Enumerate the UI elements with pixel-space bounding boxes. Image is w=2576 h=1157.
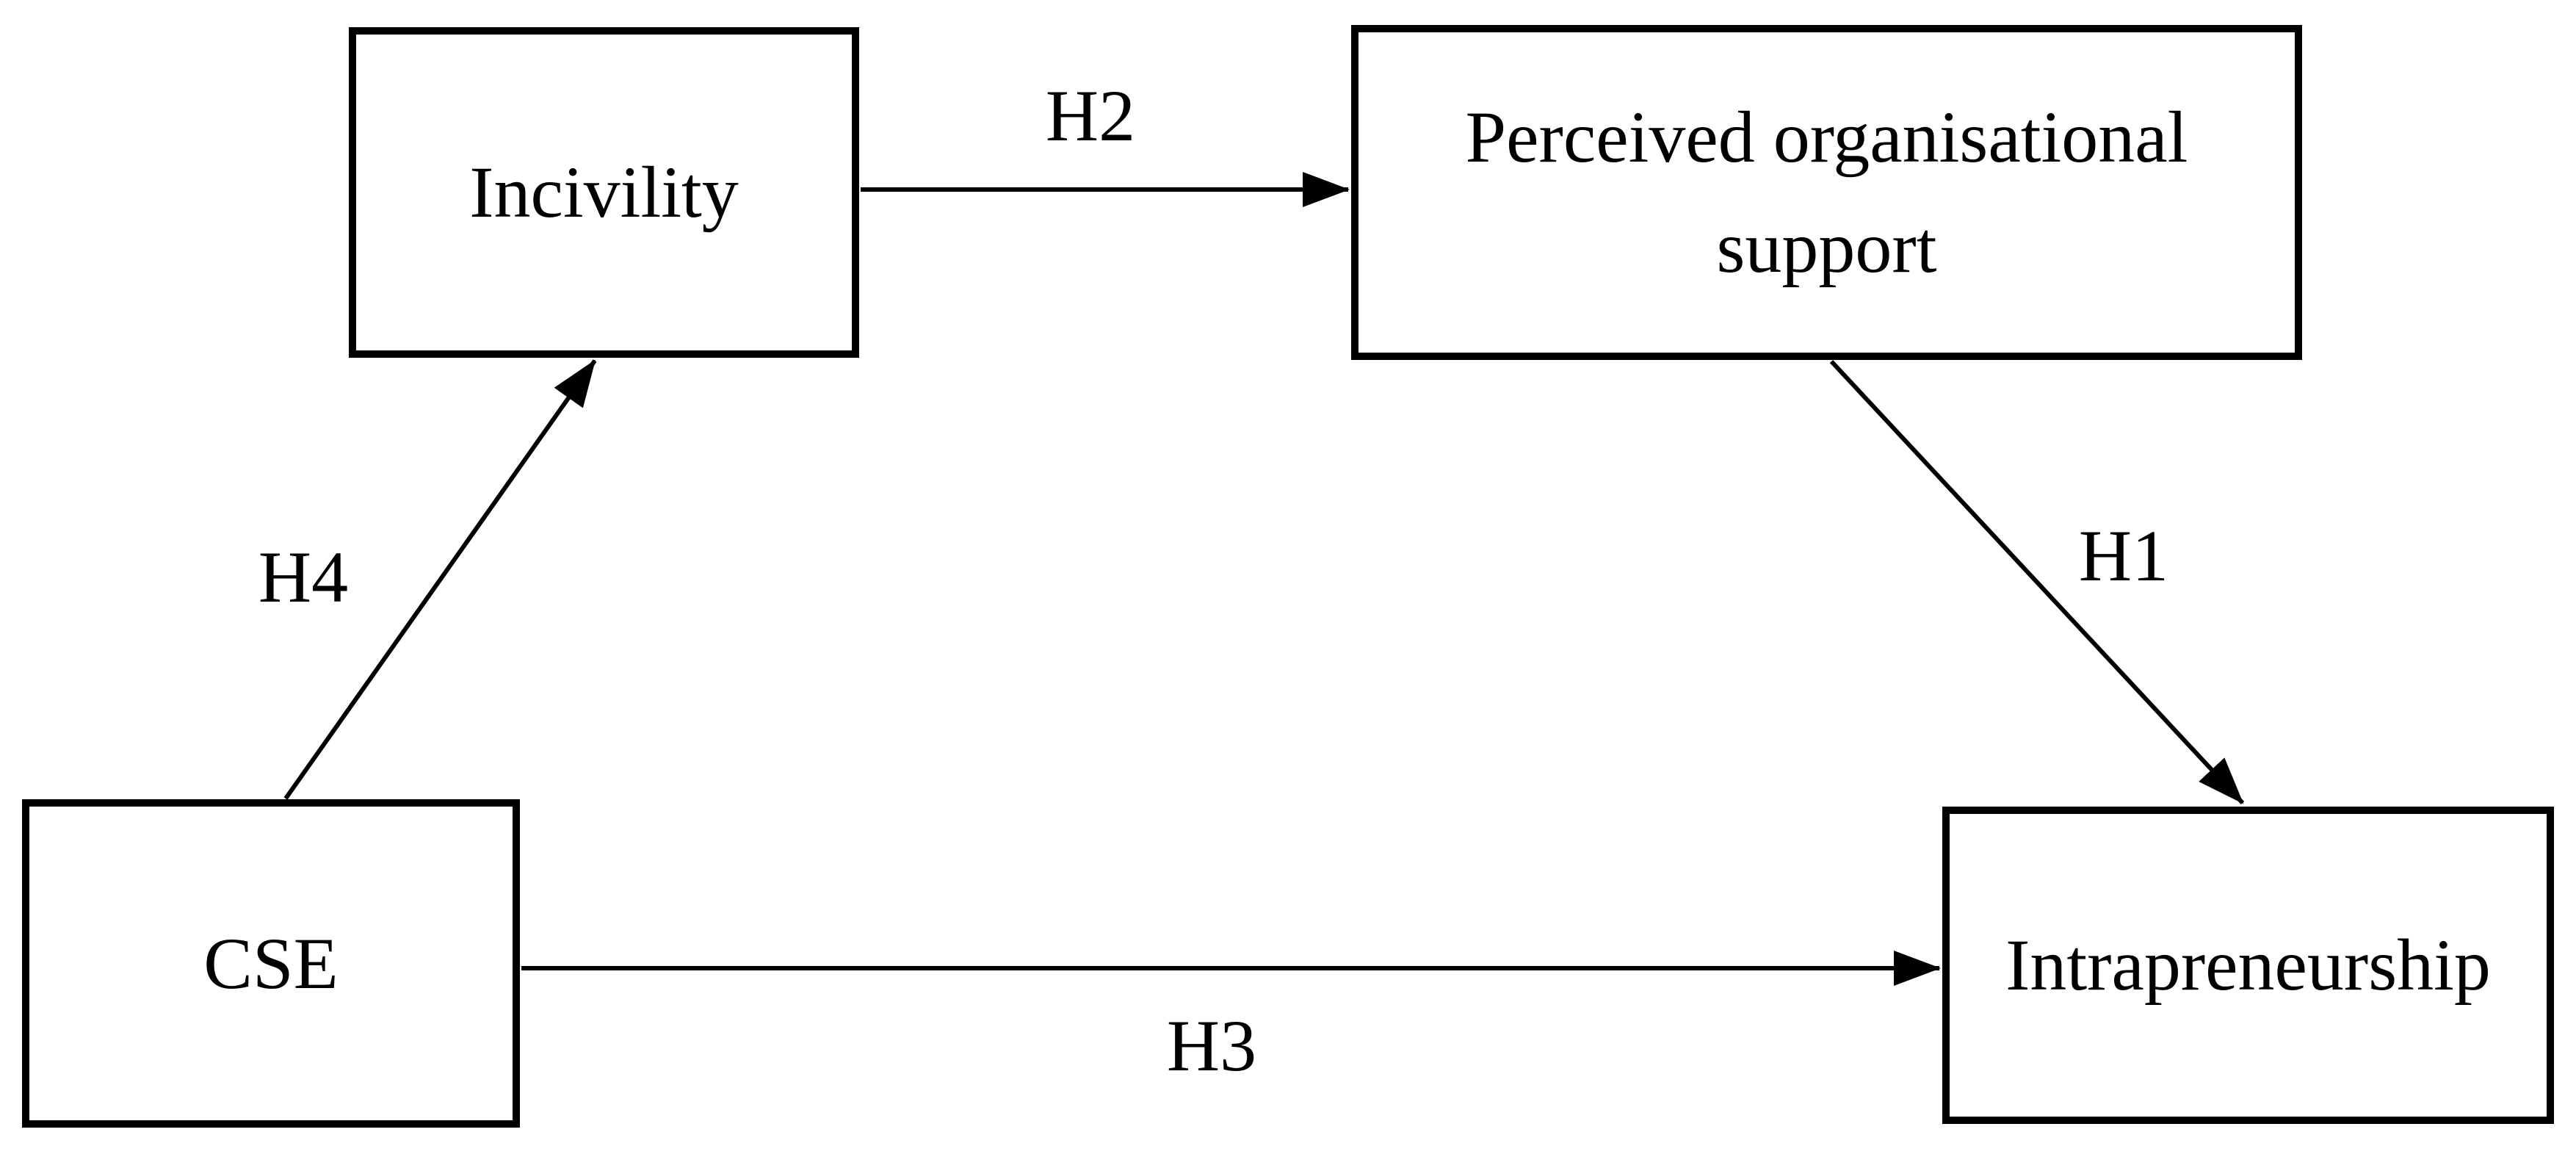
box-intrapreneurship-label: Intrapreneurship (2005, 924, 2491, 1006)
hypothesis-label-h2: H2 (1045, 75, 1136, 156)
arrow-h1-pos-to-intrapreneurship (1829, 359, 2245, 805)
hypothesis-label-h1: H1 (2078, 515, 2169, 596)
hypothesis-label-h3: H3 (1166, 1005, 1257, 1086)
box-pos-label-line2: support (1716, 206, 1937, 288)
hypothesis-label-h4: H4 (258, 536, 349, 618)
arrow-h4-cse-to-incivility (283, 359, 597, 800)
box-cse: CSE (22, 799, 520, 1128)
box-incivility: Incivility (349, 27, 859, 358)
box-pos-label-line1: Perceived organisational (1465, 96, 2188, 178)
box-incivility-label: Incivility (469, 151, 739, 233)
box-cse-label: CSE (203, 922, 339, 1004)
box-intrapreneurship: Intrapreneurship (1942, 807, 2554, 1124)
box-pos-label: Perceived organisational support (1466, 82, 2188, 303)
box-perceived-organisational-support: Perceived organisational support (1351, 25, 2302, 360)
